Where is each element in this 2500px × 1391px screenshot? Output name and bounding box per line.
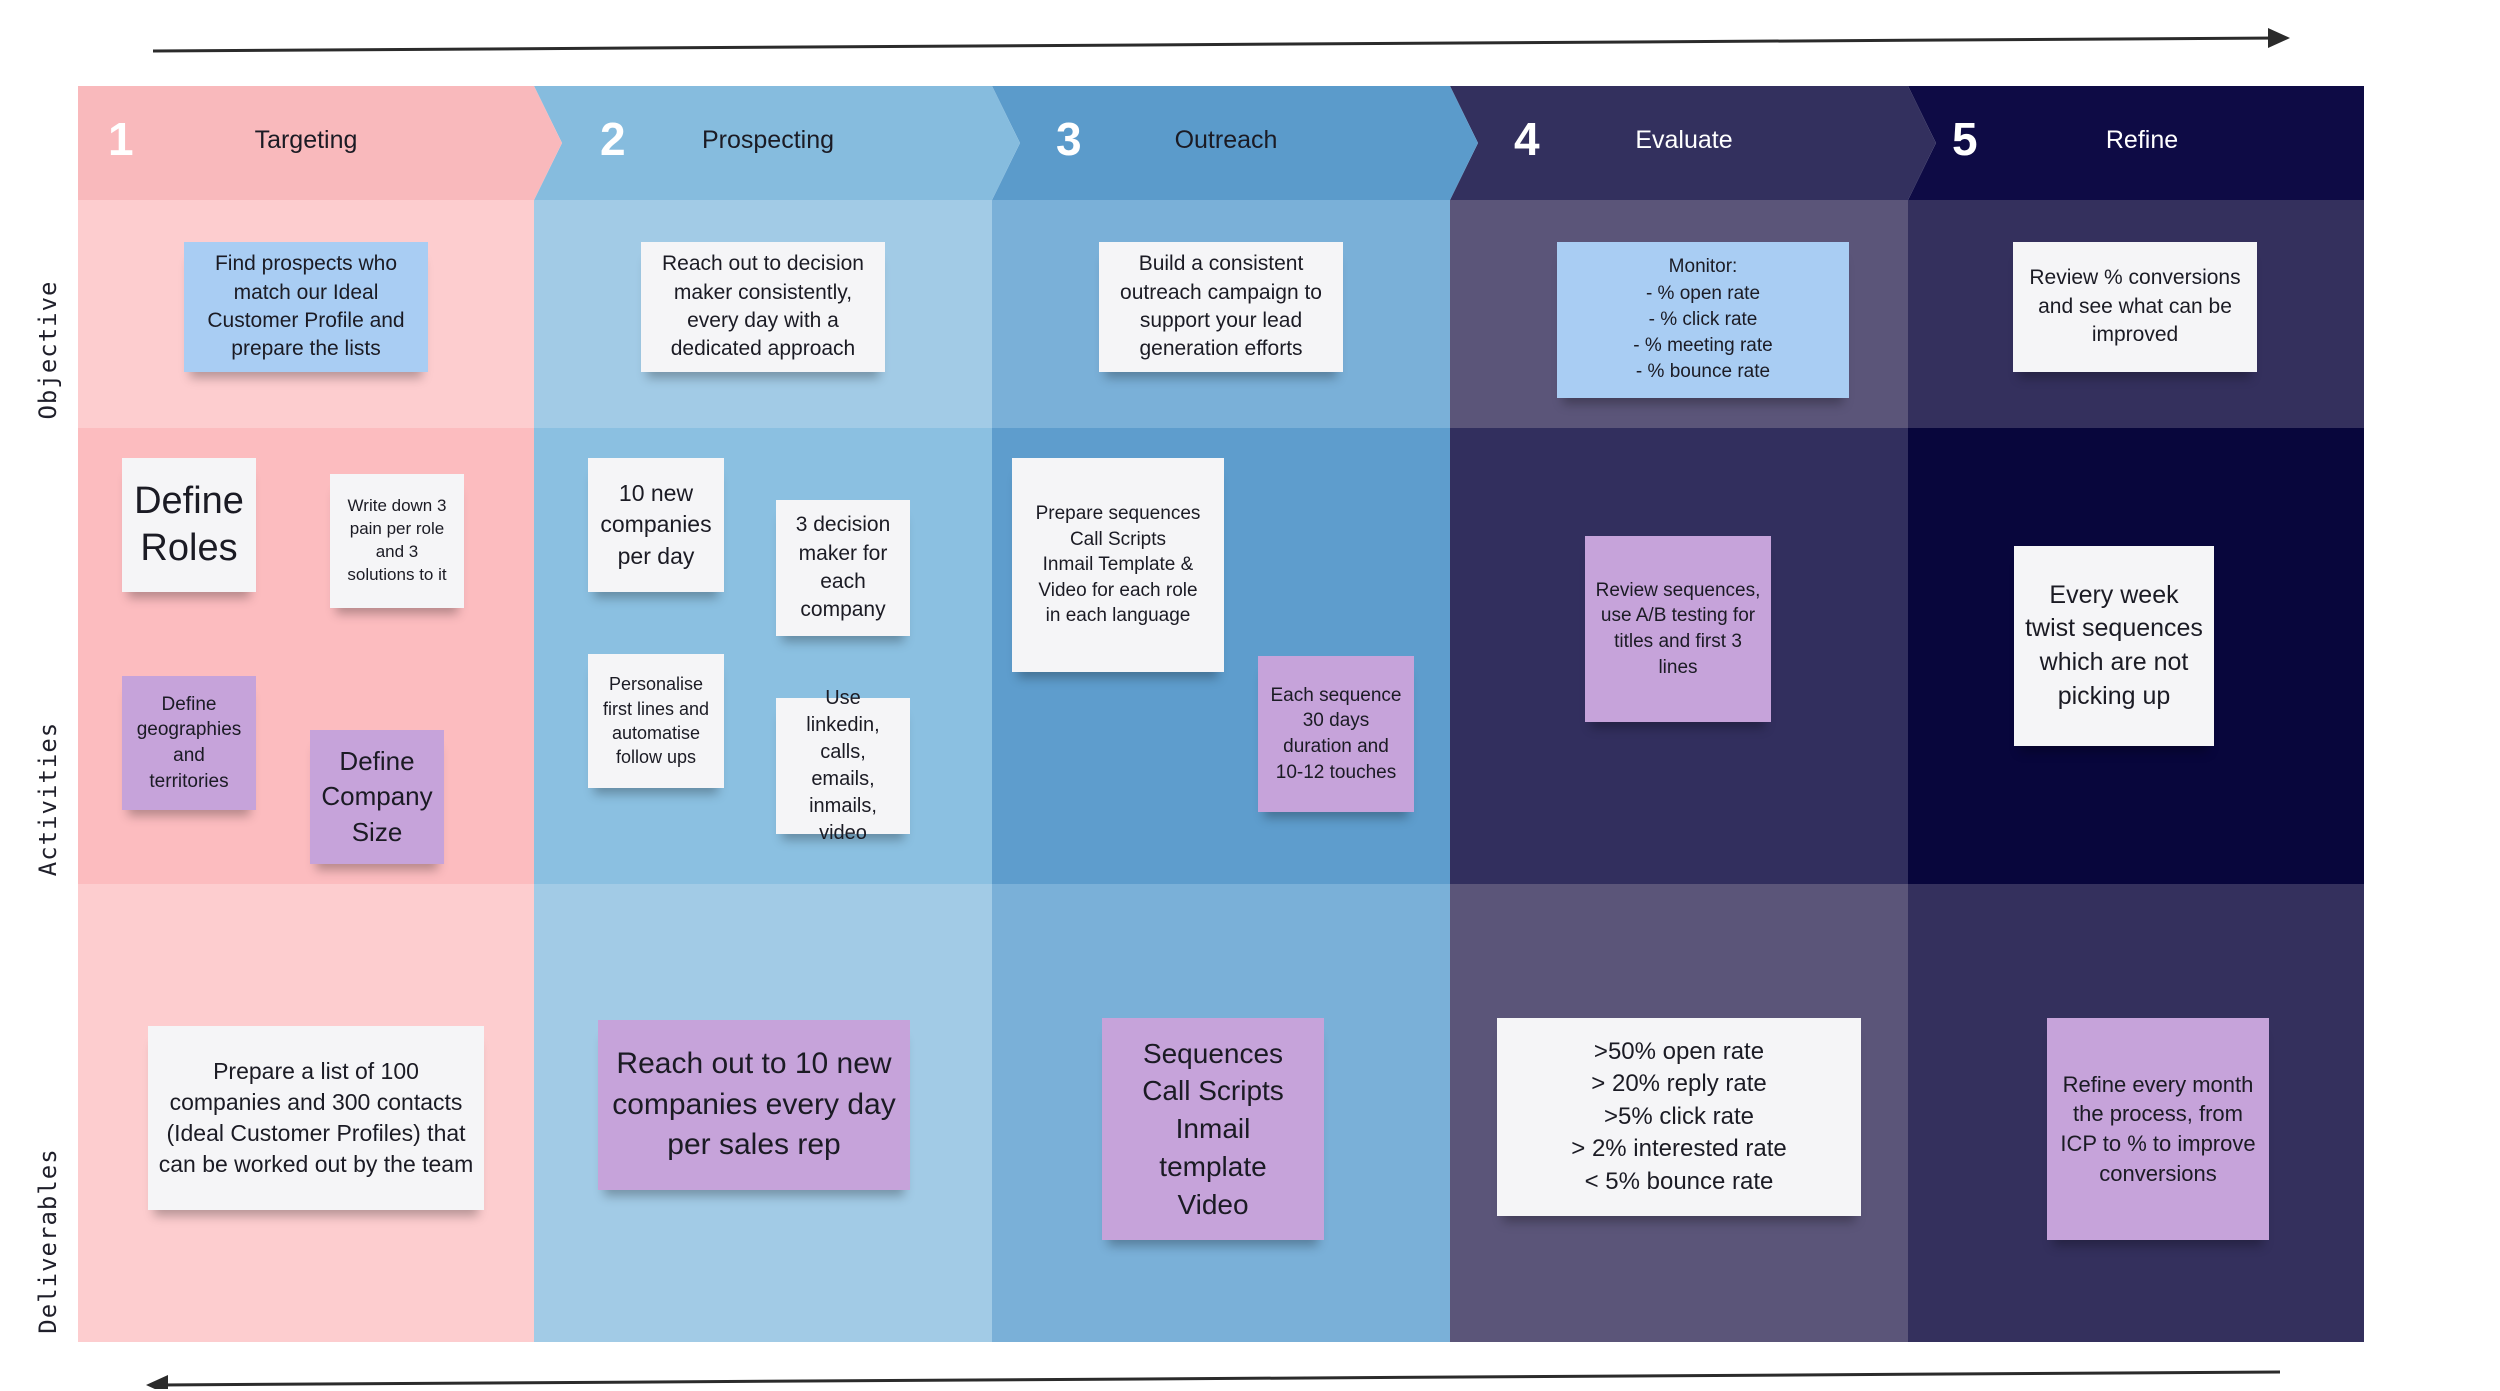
- backward-arrow-line: [159, 1370, 2281, 1387]
- stage-number: 3: [1056, 113, 1082, 165]
- sticky-note[interactable]: Define geographies and territories: [122, 676, 256, 810]
- stage-header-targeting: 1 Targeting: [78, 86, 534, 200]
- row-label-activities: Activities: [34, 721, 62, 877]
- stage-title: Evaluate: [1635, 126, 1733, 154]
- stage-title: Refine: [2105, 126, 2179, 154]
- stage-number: 1: [108, 113, 134, 165]
- sticky-note[interactable]: Prepare a list of 100 companies and 300 …: [148, 1026, 484, 1210]
- stage-title: Outreach: [1174, 126, 1278, 154]
- sticky-note[interactable]: Prepare sequences Call Scripts Inmail Te…: [1012, 458, 1224, 672]
- stage-number: 4: [1514, 113, 1540, 165]
- sticky-note[interactable]: 3 decision maker for each company: [776, 500, 910, 636]
- sticky-note[interactable]: Monitor: - % open rate - % click rate - …: [1557, 242, 1849, 398]
- sticky-note[interactable]: Build a consistent outreach campaign to …: [1099, 242, 1343, 372]
- sticky-note[interactable]: Use linkedin, calls, emails, inmails, vi…: [776, 687, 910, 844]
- sticky-note[interactable]: 10 new companies per day: [588, 458, 724, 592]
- stage-title: Targeting: [254, 126, 358, 154]
- sticky-note[interactable]: Personalise first lines and automatise f…: [588, 654, 724, 788]
- sticky-note[interactable]: Define Company Size: [310, 730, 444, 864]
- stage-number: 2: [600, 113, 626, 165]
- stage-header-outreach: 3 Outreach: [992, 86, 1450, 200]
- sticky-note[interactable]: Sequences Call Scripts Inmail template V…: [1102, 1018, 1324, 1240]
- row-label-deliverables: Deliverables: [34, 1148, 62, 1334]
- sticky-note[interactable]: >50% open rate > 20% reply rate >5% clic…: [1497, 1018, 1861, 1216]
- sticky-note[interactable]: Refine every month the process, from ICP…: [2047, 1018, 2269, 1240]
- forward-arrowhead: [2268, 28, 2290, 48]
- sticky-note[interactable]: Reach out to decision maker consistently…: [641, 242, 885, 372]
- sticky-note[interactable]: Review % conversions and see what can be…: [2013, 242, 2257, 372]
- stage-header-evaluate: 4 Evaluate: [1450, 86, 1908, 200]
- stage-header-refine: 5 Refine: [1908, 86, 2364, 200]
- sticky-note[interactable]: Every week twist sequences which are not…: [2014, 546, 2214, 746]
- row-label-objective: Objective: [34, 280, 62, 420]
- stage-title: Prospecting: [701, 126, 835, 154]
- sticky-note[interactable]: Review sequences, use A/B testing for ti…: [1585, 536, 1771, 722]
- stage-number: 5: [1952, 113, 1978, 165]
- stage-header-prospecting: 2 Prospecting: [534, 86, 992, 200]
- forward-arrow-line: [152, 36, 2281, 53]
- sticky-note[interactable]: Find prospects who match our Ideal Custo…: [184, 242, 428, 372]
- sticky-note[interactable]: Define Roles: [122, 458, 256, 592]
- sticky-note[interactable]: Each sequence 30 days duration and 10-12…: [1258, 656, 1414, 812]
- backward-arrowhead: [146, 1375, 168, 1389]
- sticky-note[interactable]: Reach out to 10 new companies every day …: [598, 1020, 910, 1190]
- sticky-note[interactable]: Write down 3 pain per role and 3 solutio…: [330, 474, 464, 608]
